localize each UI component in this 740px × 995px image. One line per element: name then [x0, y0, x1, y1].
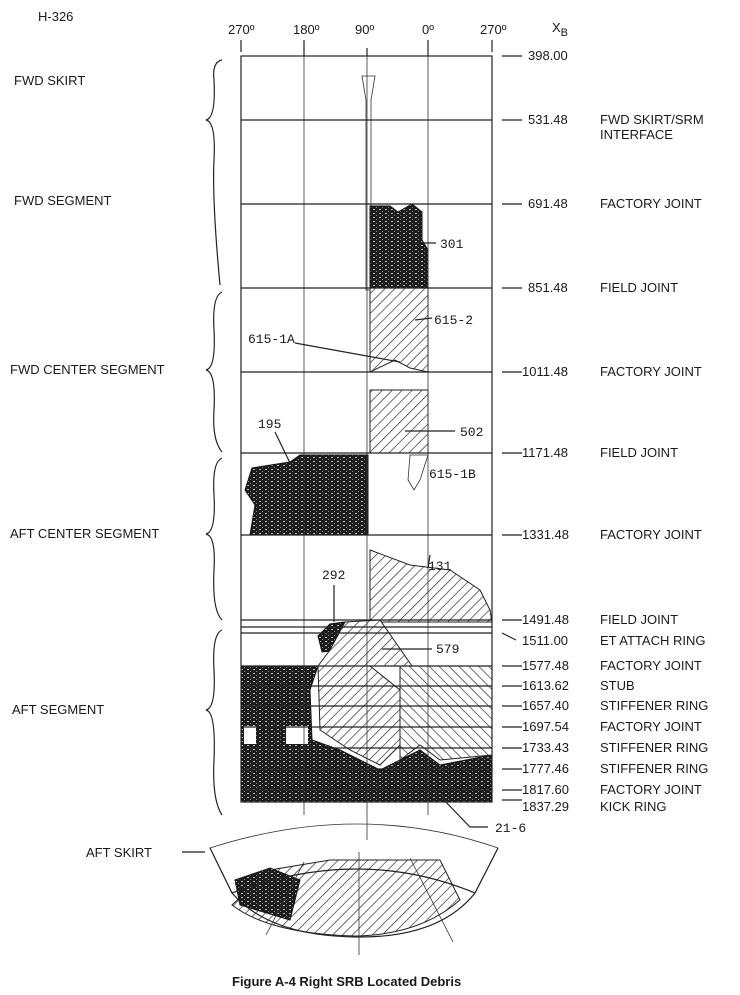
debris-label: 21-6	[495, 821, 526, 836]
angle-label: 270º	[228, 22, 255, 37]
station-value: 1511.00	[522, 633, 568, 648]
angle-axis: 270º 180º 90º 0º 270º XB	[228, 20, 568, 56]
debris-label: 615-1A	[248, 332, 295, 347]
debris-label: 502	[460, 425, 483, 440]
station-name: STIFFENER RING	[600, 698, 708, 713]
figure-caption: Figure A-4 Right SRB Located Debris	[232, 974, 461, 989]
debris-aft-hatch2	[399, 665, 493, 761]
station-value: 1837.29	[522, 799, 569, 814]
debris-label: 615-1B	[429, 467, 476, 482]
debris-label: 195	[258, 417, 281, 432]
debris-615-1b	[407, 454, 429, 491]
segment-grid	[240, 55, 493, 840]
brace-icons	[205, 59, 223, 816]
station-name: FACTORY JOINT	[600, 364, 702, 379]
debris-301	[369, 203, 429, 289]
station-value: 1171.48	[522, 445, 568, 460]
station-name: FACTORY JOINT	[600, 658, 702, 673]
angle-label: 180º	[293, 22, 320, 37]
station-name: FACTORY JOINT	[600, 196, 702, 211]
debris-label: 615-2	[434, 313, 473, 328]
station-name: FIELD JOINT	[600, 445, 678, 460]
station-value: 851.48	[528, 280, 568, 295]
segment-label: AFT SKIRT	[86, 845, 152, 860]
station-value: 1577.48	[522, 658, 569, 673]
station-value: 1331.48	[522, 527, 569, 542]
debris-502	[369, 389, 429, 454]
station-name: STIFFENER RING	[600, 740, 708, 755]
station-value: 531.48	[528, 112, 568, 127]
debris-131	[369, 549, 493, 623]
debris-aft-hatch	[317, 665, 401, 766]
station-value: 1777.46	[522, 761, 569, 776]
station-labels: 398.00 531.48 FWD SKIRT/SRM INTERFACE 69…	[501, 48, 708, 814]
station-value: 691.48	[528, 196, 568, 211]
station-value: 398.00	[528, 48, 568, 63]
station-value: 1817.60	[522, 782, 569, 797]
segment-label: FWD SKIRT	[14, 73, 85, 88]
station-name: FACTORY JOINT	[600, 527, 702, 542]
segment-label: FWD SEGMENT	[14, 193, 112, 208]
segment-label: FWD CENTER SEGMENT	[10, 362, 165, 377]
debris-label: 301	[440, 237, 464, 252]
station-name: FWD SKIRT/SRM	[600, 112, 704, 127]
station-axis-label: XB	[552, 20, 568, 39]
station-value: 1011.48	[522, 364, 568, 379]
station-name: INTERFACE	[600, 127, 673, 142]
segment-label: AFT SEGMENT	[12, 702, 104, 717]
segment-label: AFT CENTER SEGMENT	[10, 526, 159, 541]
station-value: 1697.54	[522, 719, 569, 734]
station-name: STUB	[600, 678, 635, 693]
debris-195	[244, 454, 369, 536]
station-name: STIFFENER RING	[600, 761, 708, 776]
debris-615	[369, 287, 429, 373]
debris-label: 292	[322, 568, 345, 583]
angle-label: 90º	[355, 22, 374, 37]
station-name: ET ATTACH RING	[600, 633, 705, 648]
segment-labels: FWD SKIRT FWD SEGMENT FWD CENTER SEGMENT…	[10, 59, 223, 860]
station-name: FIELD JOINT	[600, 280, 678, 295]
station-value: 1491.48	[522, 612, 569, 627]
station-value: 1657.40	[522, 698, 569, 713]
station-value: 1613.62	[522, 678, 569, 693]
debris-callouts: 301 615-2 615-1A 502 195 615-1B 131 292 …	[248, 237, 526, 836]
aft-skirt-ring	[209, 823, 499, 955]
station-value: 1733.43	[522, 740, 569, 755]
station-name: FACTORY JOINT	[600, 719, 702, 734]
station-name: FIELD JOINT	[600, 612, 678, 627]
debris-label: 131	[428, 559, 452, 574]
angle-label: 270º	[480, 22, 507, 37]
angle-label: 0º	[422, 22, 434, 37]
debris-label: 579	[436, 642, 459, 657]
page-id: H-326	[38, 9, 73, 24]
station-name: KICK RING	[600, 799, 666, 814]
station-name: FACTORY JOINT	[600, 782, 702, 797]
